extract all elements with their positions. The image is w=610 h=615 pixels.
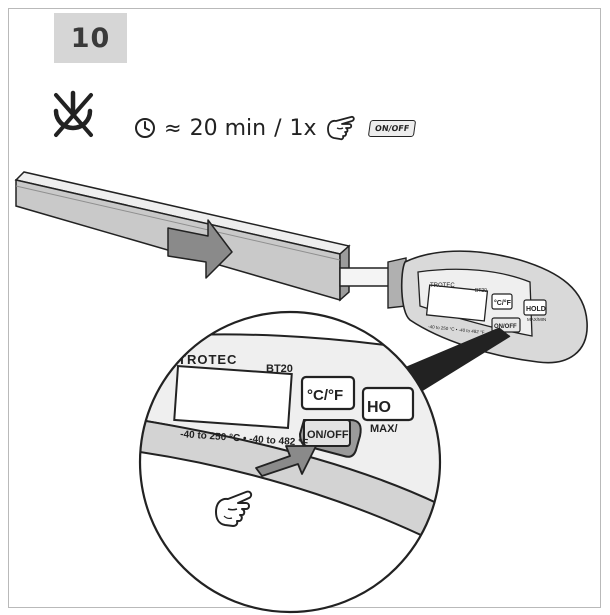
zoom-power-label: ON/OFF	[307, 429, 349, 441]
probe-shaft	[339, 267, 393, 287]
zoom-model: BT20	[266, 363, 293, 375]
magnified-view: TROTEC BT20 °C/°F HO MAX/ ON/OFF -40 to …	[138, 310, 442, 614]
device-hold-label: HOLD	[526, 306, 546, 313]
device-maxmin-label: MAX/MIN	[527, 317, 546, 322]
press-count: 1x	[289, 115, 317, 141]
step-number-badge: 10	[54, 13, 127, 63]
zoom-hold-button: HO	[361, 386, 415, 422]
device-range-text: -40 to 250 °C • -40 to 482 °F	[428, 324, 485, 335]
zoom-brand: TROTEC	[178, 352, 237, 367]
clock-icon	[135, 118, 155, 138]
separator-slash: /	[274, 115, 282, 141]
device-unit-label: °C/°F	[494, 299, 512, 307]
power-crossed-icon	[53, 90, 93, 137]
device-model: BT20	[475, 288, 487, 294]
approx-symbol: ≈	[164, 116, 182, 140]
thermometer-body: TROTEC BT20 °C/°F HOLD MAX/MIN ON/OFF -4…	[387, 250, 588, 364]
zoom-hold-label: HO	[367, 399, 391, 416]
zoom-unit-label: °C/°F	[307, 387, 343, 404]
zoom-unit-button: °C/°F	[300, 375, 356, 411]
step-number: 10	[70, 22, 111, 54]
device-power-label: ON/OFF	[494, 324, 517, 330]
duration-text: 20 min	[189, 115, 267, 141]
pointing-hand-icon	[326, 115, 355, 141]
zoom-maxmin-label: MAX/	[370, 423, 398, 435]
pointing-hand-icon	[215, 490, 253, 527]
press-arrow-icon	[255, 445, 317, 477]
push-arrow-icon	[167, 219, 233, 279]
device-brand: TROTEC	[430, 283, 455, 289]
device-hold-button: HOLD	[523, 299, 547, 316]
device-unit-button: °C/°F	[491, 293, 513, 310]
instruction-line: ≈ 20 min / 1x ON/OFF	[134, 110, 416, 146]
